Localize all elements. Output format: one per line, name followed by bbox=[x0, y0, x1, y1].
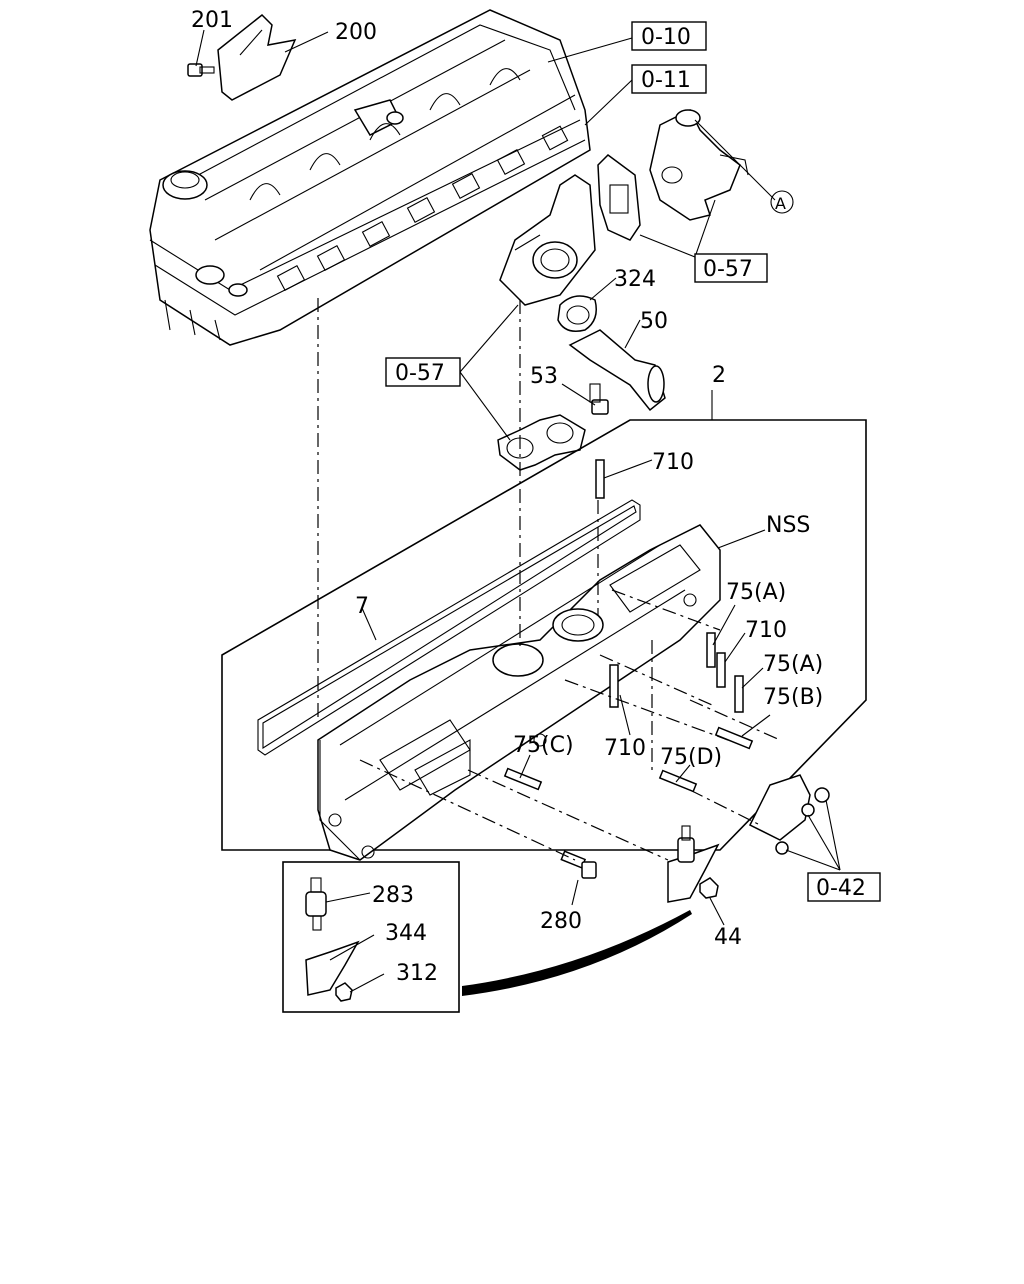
circle-a-marker: A bbox=[770, 190, 794, 214]
label-nss: NSS bbox=[766, 513, 810, 538]
label-75b: 75(B) bbox=[763, 685, 823, 710]
circle-a-label: A bbox=[775, 194, 786, 213]
ref-box-0-57-left: 0-57 bbox=[385, 357, 461, 387]
svg-text:0-42: 0-42 bbox=[816, 876, 866, 901]
label-53: 53 bbox=[530, 364, 558, 389]
svg-text:0-57: 0-57 bbox=[703, 257, 753, 282]
label-710-mid: 710 bbox=[604, 736, 646, 761]
bolt-53 bbox=[589, 383, 609, 415]
label-710-top: 710 bbox=[652, 450, 694, 475]
label-2: 2 bbox=[712, 363, 726, 388]
ref-box-0-10: 0-10 bbox=[631, 21, 707, 51]
svg-text:0-57: 0-57 bbox=[395, 361, 445, 386]
label-344: 344 bbox=[385, 921, 427, 946]
inset-box bbox=[282, 861, 460, 1013]
sensor-bracket bbox=[667, 825, 720, 903]
label-324: 324 bbox=[614, 267, 656, 292]
cylinder-head bbox=[149, 9, 591, 346]
label-75d: 75(D) bbox=[660, 745, 722, 770]
gasket-324 bbox=[557, 295, 597, 332]
pipe-50 bbox=[568, 329, 666, 412]
stud-75d bbox=[658, 769, 698, 793]
inset-bracket-344 bbox=[305, 940, 360, 996]
label-280: 280 bbox=[540, 909, 582, 934]
label-7: 7 bbox=[355, 594, 369, 619]
assembly-outline bbox=[221, 419, 867, 851]
part-labels: 201 200 324 50 53 2 710 NSS 7 75(A) 710 … bbox=[191, 8, 823, 986]
label-75a-2: 75(A) bbox=[763, 652, 823, 677]
stud-710-mid bbox=[609, 664, 619, 708]
centerlines bbox=[317, 298, 781, 861]
gasket-7 bbox=[257, 499, 641, 756]
inset-nut-312 bbox=[335, 982, 353, 1002]
inset-pointer-arrow bbox=[462, 910, 692, 996]
stud-75a-2 bbox=[734, 675, 744, 713]
label-200: 200 bbox=[335, 20, 377, 45]
label-50: 50 bbox=[640, 309, 668, 334]
label-75a-1: 75(A) bbox=[726, 580, 786, 605]
label-283: 283 bbox=[372, 883, 414, 908]
ref-box-0-42: 0-42 bbox=[807, 872, 881, 902]
label-710-right: 710 bbox=[745, 618, 787, 643]
ref-box-0-11: 0-11 bbox=[631, 64, 707, 94]
label-312: 312 bbox=[396, 961, 438, 986]
label-201: 201 bbox=[191, 8, 233, 33]
egr-housing bbox=[499, 174, 596, 306]
stud-710-right bbox=[716, 652, 726, 688]
stud-75b bbox=[714, 726, 754, 750]
label-44: 44 bbox=[714, 925, 742, 950]
label-75c: 75(C) bbox=[513, 733, 574, 758]
egr-adapter bbox=[597, 154, 641, 241]
bracket-right bbox=[748, 774, 830, 855]
bracket-200 bbox=[217, 13, 297, 101]
inset-sensor-283 bbox=[305, 877, 327, 931]
stud-75c bbox=[503, 767, 543, 791]
leader-lines bbox=[195, 29, 841, 993]
bolt-201 bbox=[187, 63, 215, 77]
svg-text:0-11: 0-11 bbox=[641, 68, 691, 93]
nut-44 bbox=[699, 877, 719, 899]
reference-boxes: 0-10 0-11 0-57 0-57 0-42 bbox=[385, 21, 881, 902]
egr-cooler bbox=[317, 524, 721, 861]
stud-75a-1 bbox=[706, 632, 716, 668]
svg-text:0-10: 0-10 bbox=[641, 25, 691, 50]
egr-valve bbox=[649, 108, 749, 221]
gasket-double bbox=[497, 414, 586, 471]
ref-box-0-57-right: 0-57 bbox=[694, 253, 768, 283]
stud-710-top bbox=[595, 459, 605, 499]
bolt-280 bbox=[560, 850, 597, 879]
